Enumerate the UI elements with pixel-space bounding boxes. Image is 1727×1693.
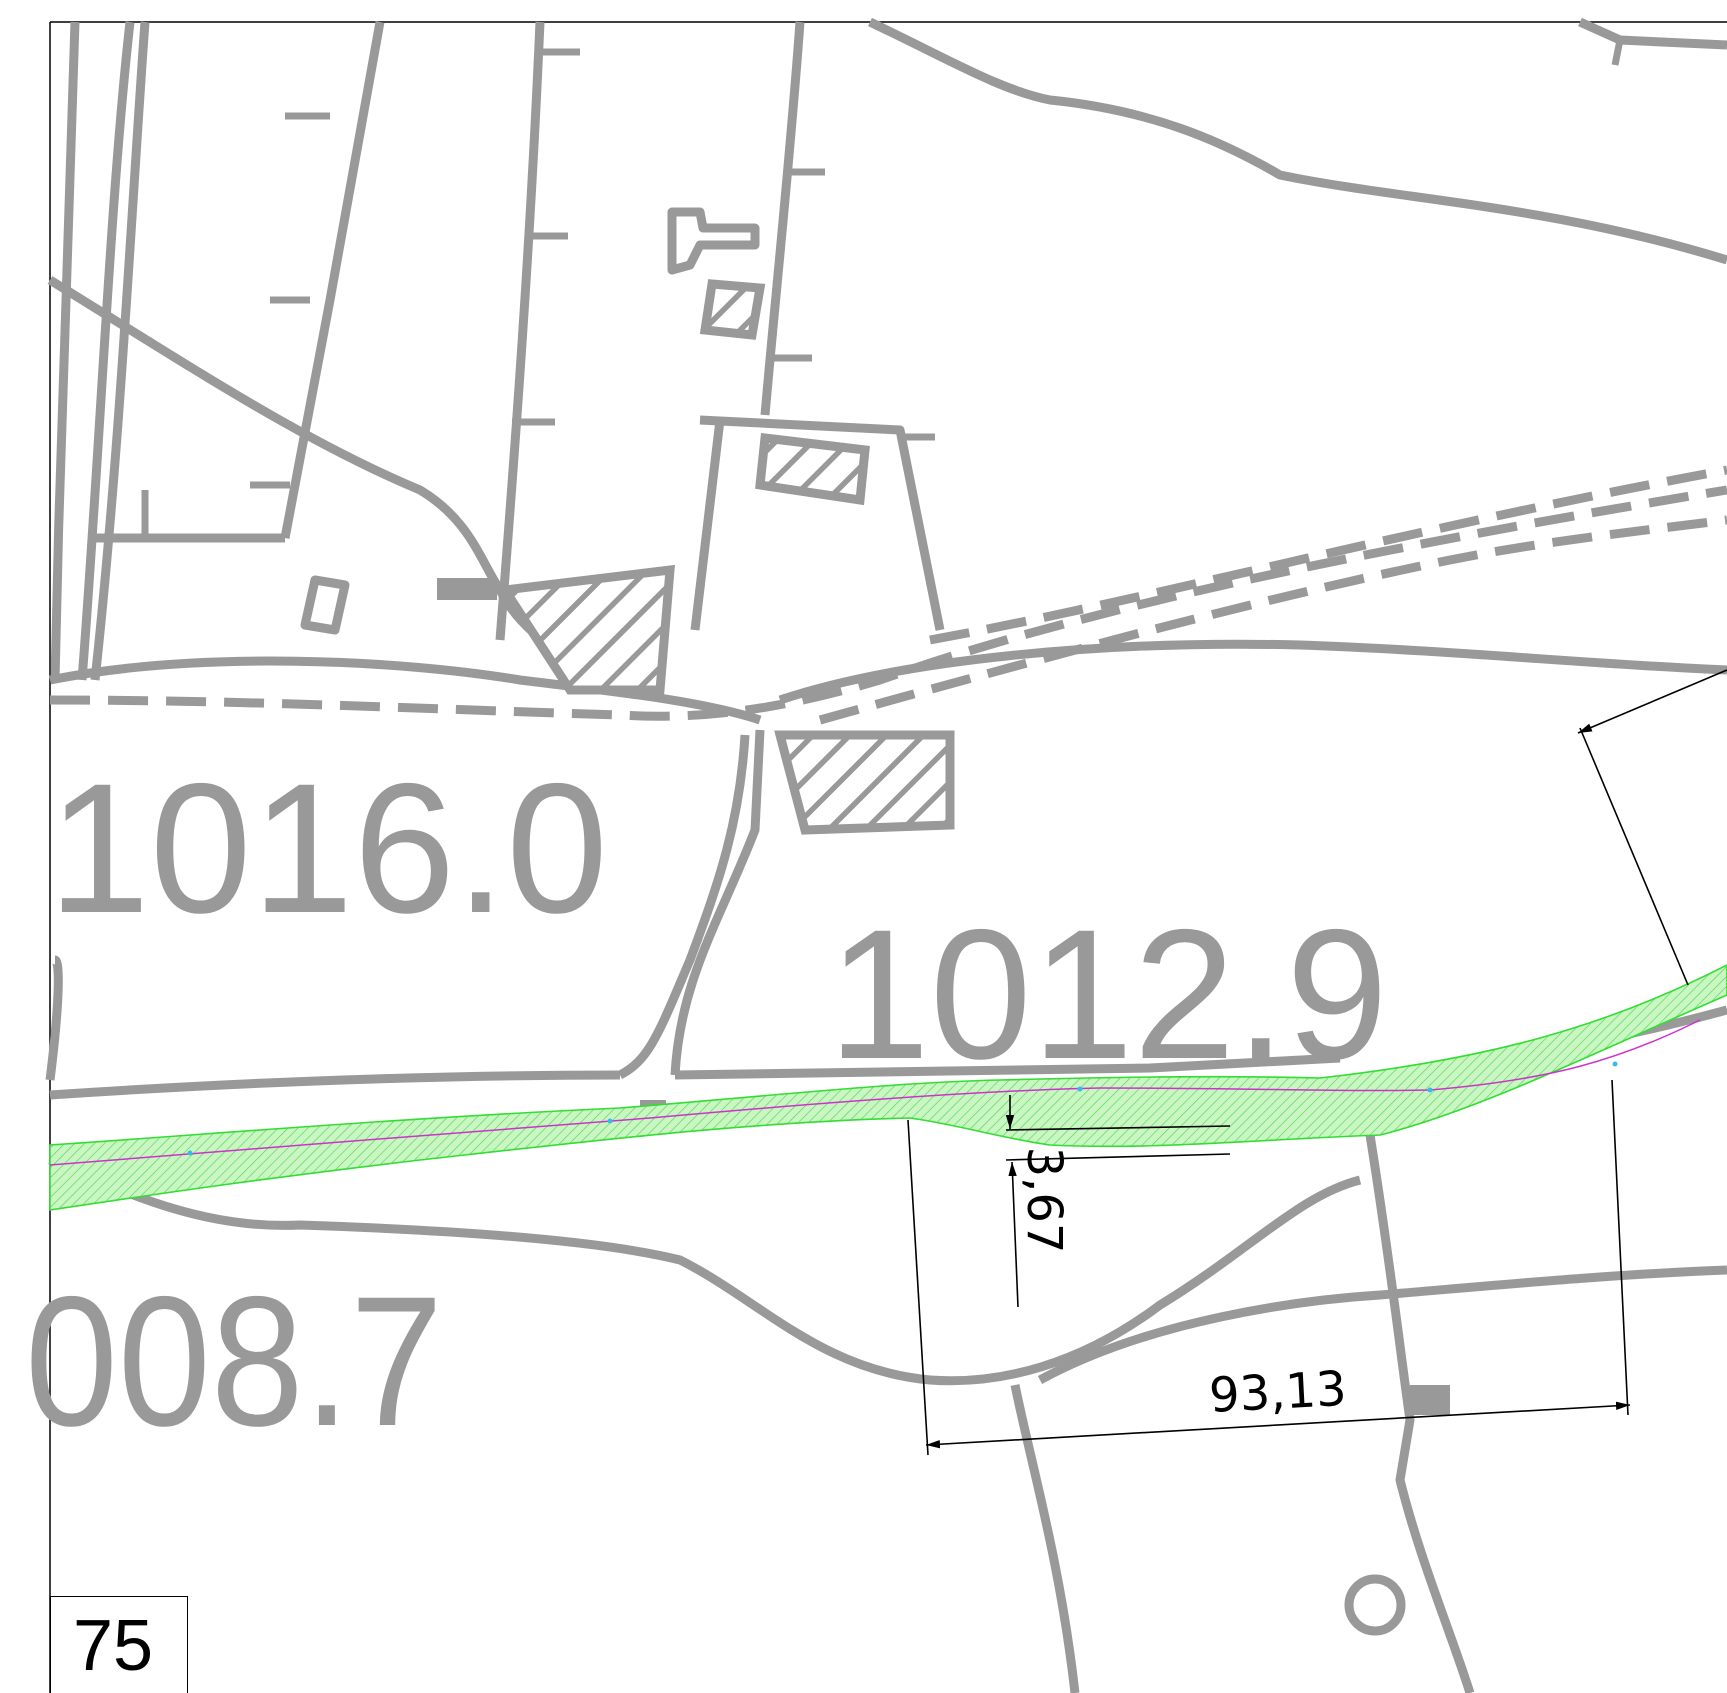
elevation-label-1012: 1012.9	[828, 892, 1388, 1098]
dimension-label-length: 93,13	[1208, 1361, 1348, 1424]
map-frame	[49, 21, 1727, 1693]
elevation-labels: 1016.0 1012.9 008.7	[25, 746, 1388, 1465]
elevation-label-1016: 1016.0	[48, 746, 608, 952]
elevation-label-1008: 008.7	[25, 1259, 443, 1465]
parcel-boundaries	[45, 17, 1727, 1693]
dimension-lines	[907, 669, 1727, 1456]
road-corridor	[49, 964, 1727, 1211]
sheet-number-box: 75	[50, 1596, 188, 1693]
buildings	[300, 207, 1450, 1636]
dimension-label-width: 3,67	[1016, 1147, 1072, 1254]
sheet-number: 75	[73, 1606, 154, 1686]
road-edges	[49, 465, 1727, 725]
road-centerline	[49, 1019, 1701, 1166]
